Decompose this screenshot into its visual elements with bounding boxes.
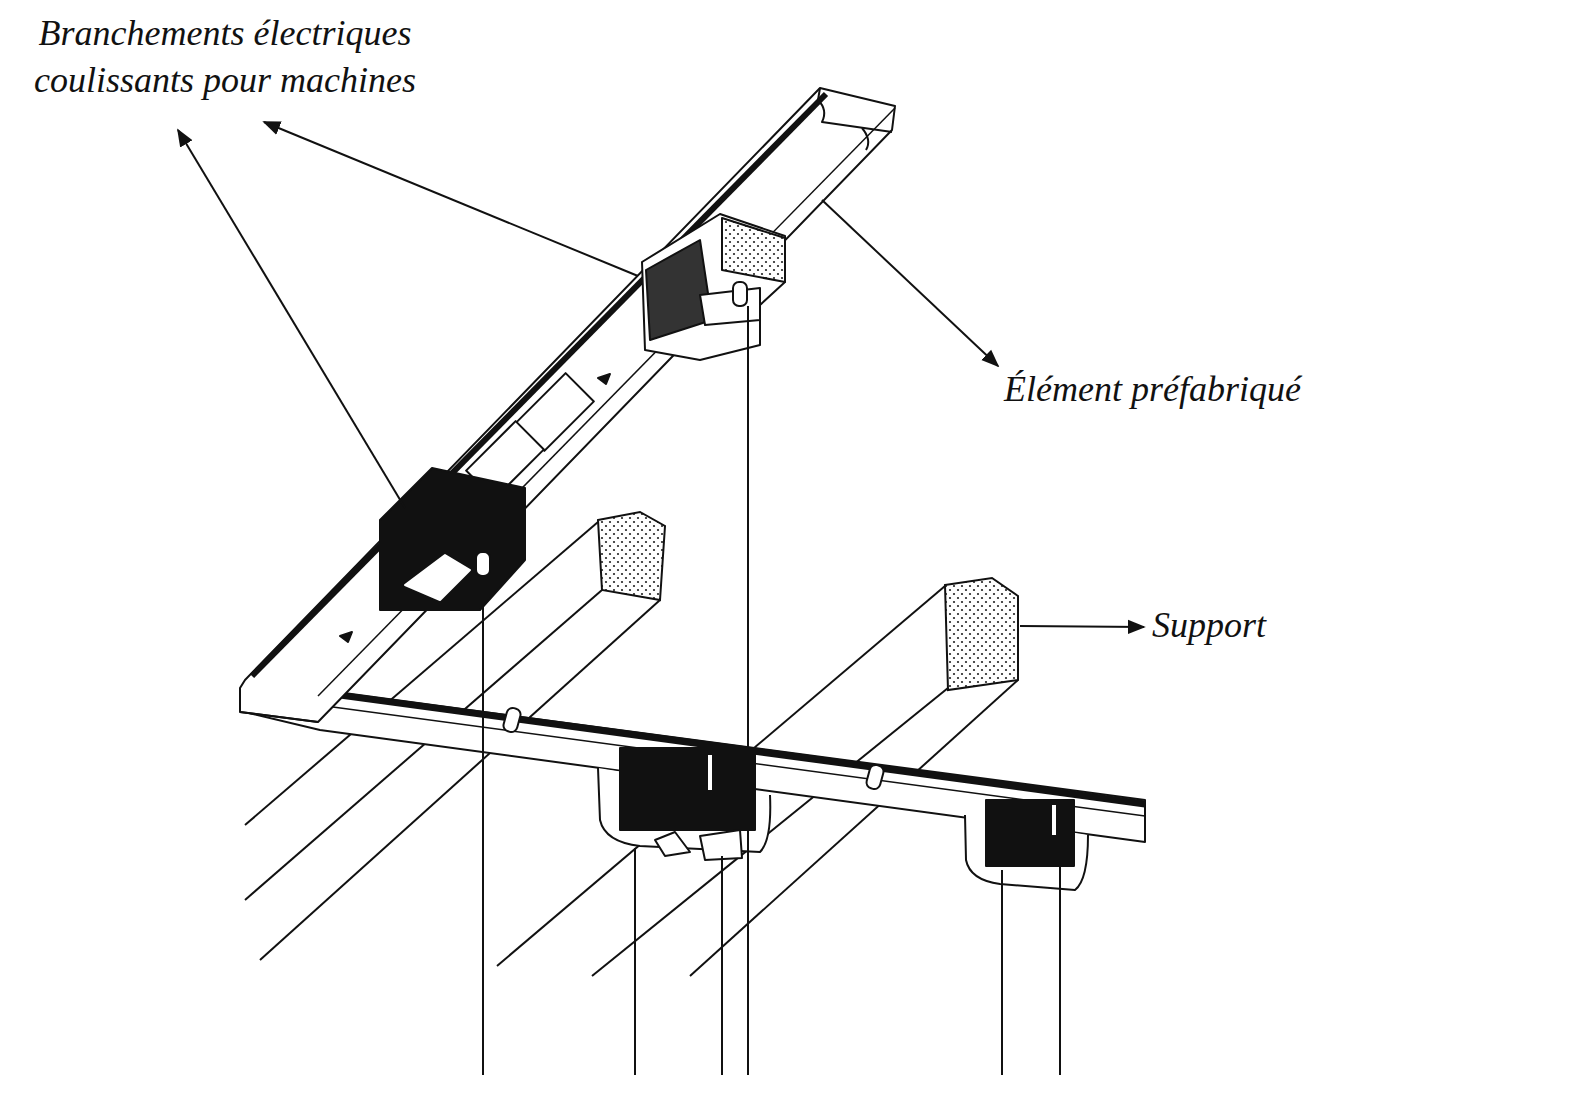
leader-arrows xyxy=(178,122,1144,627)
callout-label: Branchements électriques coulissants pou… xyxy=(10,10,440,104)
machine-cables xyxy=(483,306,1060,1075)
callout-label: Élément préfabriqué xyxy=(1004,366,1344,413)
callout-label: Support xyxy=(1152,602,1352,649)
rails xyxy=(240,88,1145,890)
